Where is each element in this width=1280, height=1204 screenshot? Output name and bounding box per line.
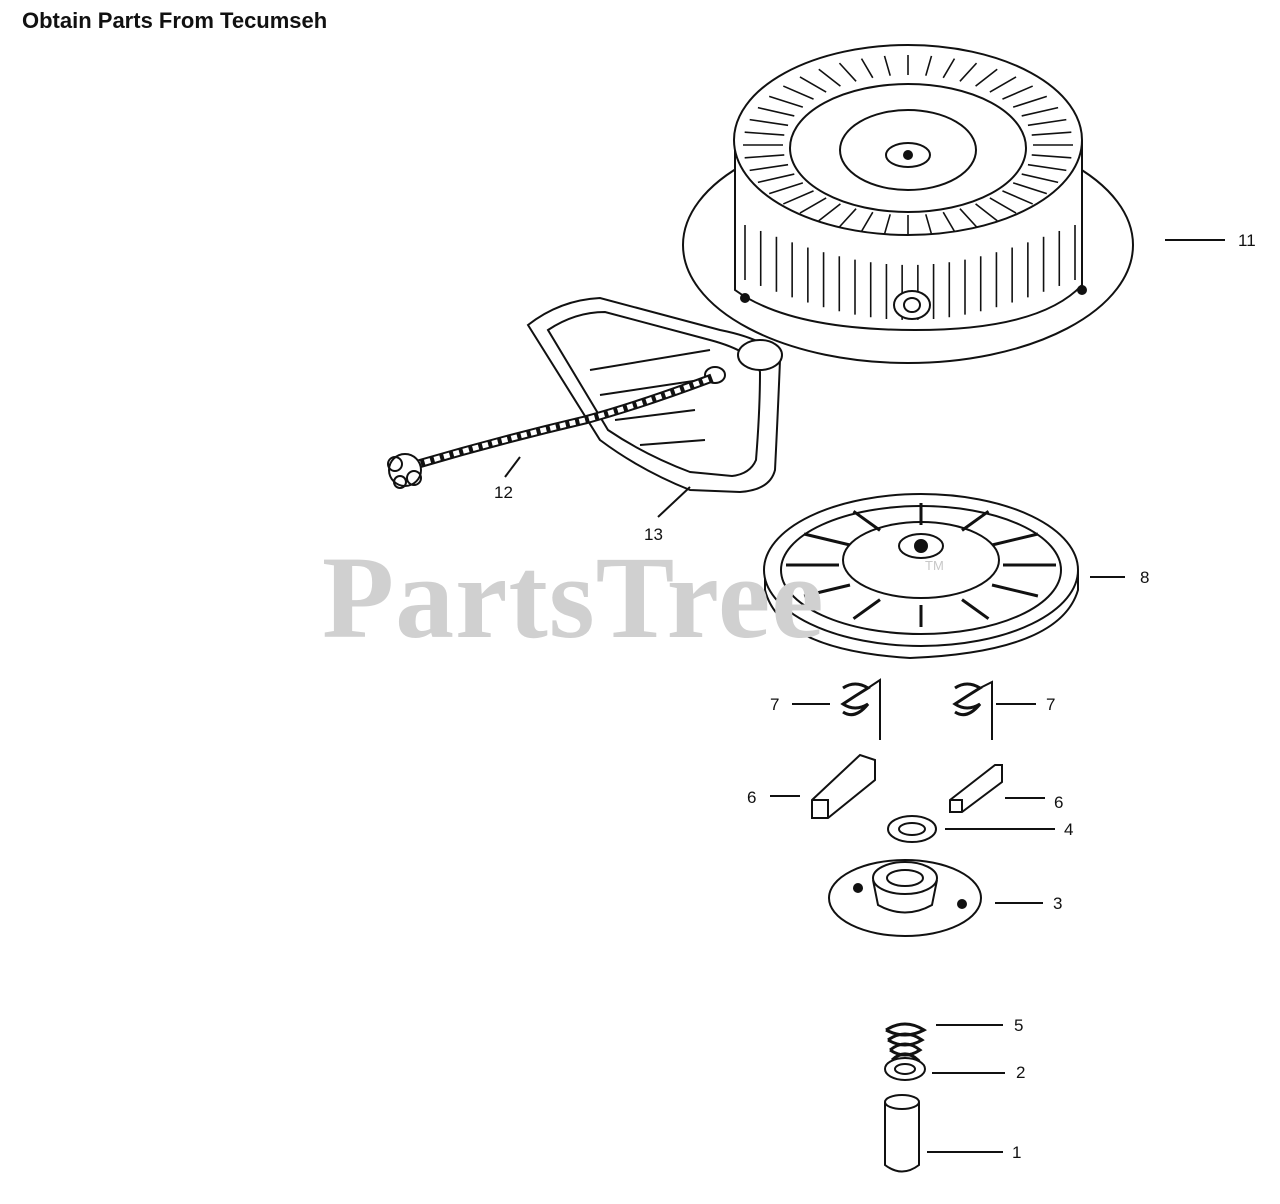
housing-vent-slot <box>749 118 789 127</box>
callout-6-left: 6 <box>747 788 756 807</box>
housing-vent-slot <box>942 58 956 79</box>
part-7-spring-left[interactable] <box>840 678 881 740</box>
pulley-spoke <box>991 532 1039 547</box>
housing-vent-slot <box>1002 190 1034 205</box>
housing-vent-slot <box>768 95 804 108</box>
housing-vent-slot <box>1012 95 1048 108</box>
partstree-watermark: PartsTree <box>322 532 825 663</box>
housing-vent-slot <box>959 208 978 228</box>
part-2-washer[interactable] <box>884 1057 926 1081</box>
leader-lines <box>504 239 1225 1153</box>
callout-3: 3 <box>1053 894 1062 913</box>
part-6-dog-right[interactable] <box>949 764 1003 813</box>
part-8-pulley[interactable] <box>763 493 1079 660</box>
housing-vent-slot <box>757 173 795 184</box>
pulley-spoke <box>961 510 990 532</box>
housing-vent-slot <box>818 68 841 87</box>
housing-vent-slot <box>782 190 814 205</box>
callout-4: 4 <box>1064 820 1073 839</box>
housing-vent-slot <box>1031 154 1072 159</box>
pulley-spoke <box>803 583 851 598</box>
housing-vent-slot <box>818 203 841 222</box>
housing-vent-slot <box>1027 163 1067 172</box>
callout-13: 13 <box>644 525 663 544</box>
part-6-dog-left[interactable] <box>811 753 876 819</box>
housing-vent-slot <box>768 182 804 195</box>
housing-vent-slot <box>799 197 827 214</box>
housing-vent-slot <box>744 131 785 136</box>
pulley-spoke <box>991 583 1039 598</box>
housing-vent-slot <box>925 214 933 235</box>
pulley-spoke <box>803 532 851 547</box>
callout-7-left: 7 <box>770 695 779 714</box>
part-11-housing[interactable] <box>682 44 1134 364</box>
callout-6-right: 6 <box>1054 793 1063 812</box>
pulley-spoke <box>852 598 881 620</box>
housing-vent-slot <box>749 163 789 172</box>
housing-vent-slot <box>942 211 956 232</box>
part-1-pin[interactable] <box>884 1094 920 1173</box>
housing-vent-slot <box>1021 173 1059 184</box>
housing-vent-slot <box>838 62 857 82</box>
housing-vent-slot <box>1021 106 1059 117</box>
housing-vent-slot <box>744 154 785 159</box>
callout-11: 11 <box>1238 231 1256 250</box>
trademark-mark: TM <box>925 558 944 573</box>
housing-vent-slot <box>989 76 1017 93</box>
housing-vent-slot <box>799 76 827 93</box>
housing-vent-slot <box>1031 131 1072 136</box>
housing-vent-slot <box>757 106 795 117</box>
callout-12: 12 <box>494 483 513 502</box>
housing-vent-slot <box>1002 85 1034 100</box>
pulley-spoke <box>852 510 881 532</box>
housing-vent-slot <box>1012 182 1048 195</box>
housing-vent-slot <box>989 197 1017 214</box>
callout-5: 5 <box>1014 1016 1023 1035</box>
housing-vent-slot <box>975 68 998 87</box>
housing-vent-slot <box>959 62 978 82</box>
callout-8: 8 <box>1140 568 1149 587</box>
part-4-washer[interactable] <box>887 815 937 843</box>
pulley-spoke <box>961 598 990 620</box>
housing-vent-slot <box>925 55 933 76</box>
housing-vent-slot <box>860 211 874 232</box>
callout-labels: 11 12 13 8 7 7 6 6 4 3 5 2 1 <box>494 231 1256 1162</box>
housing-vent-slot <box>782 85 814 100</box>
housing-vent-slot <box>975 203 998 222</box>
callout-1: 1 <box>1012 1143 1021 1162</box>
part-7-spring-right[interactable] <box>952 680 993 740</box>
part-3-retainer[interactable] <box>828 859 982 937</box>
part-5-spring[interactable] <box>885 1022 927 1066</box>
callout-2: 2 <box>1016 1063 1025 1082</box>
housing-vent-slot <box>883 214 891 235</box>
page-title: Obtain Parts From Tecumseh <box>22 8 328 33</box>
housing-vent-slot <box>1027 118 1067 127</box>
callout-7-right: 7 <box>1046 695 1055 714</box>
part-12-rope[interactable] <box>387 373 714 489</box>
housing-vent-slot <box>838 208 857 228</box>
housing-vent-slot <box>883 55 891 76</box>
housing-vent-slot <box>860 58 874 79</box>
